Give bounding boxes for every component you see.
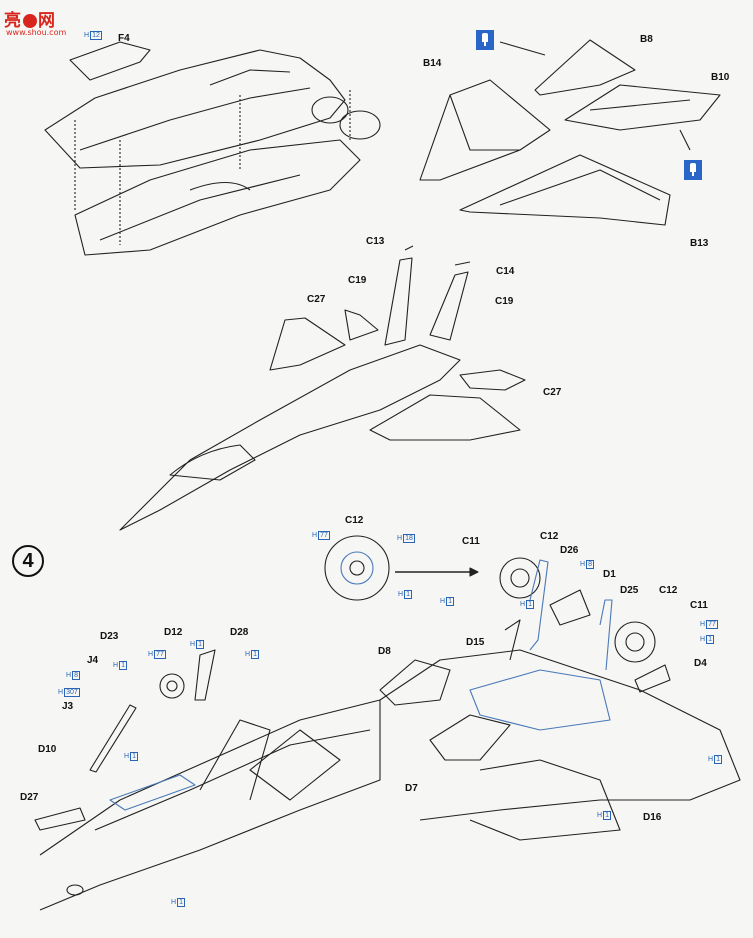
step-number: 4 <box>12 545 44 577</box>
cockpit-left-fuselage <box>39 699 381 911</box>
stab-c27-left <box>269 317 346 371</box>
label-c19: C19 <box>495 296 514 307</box>
fin-c19-right <box>429 271 469 341</box>
part-b10 <box>564 84 721 131</box>
wheel-d12 <box>159 673 185 699</box>
label-d4: D4 <box>694 658 707 669</box>
label-c12: C12 <box>345 515 364 526</box>
cockpit-right-fuselage <box>379 649 741 821</box>
part-b14 <box>419 79 551 181</box>
label-c11: C11 <box>462 536 480 547</box>
label-c27: C27 <box>307 294 326 305</box>
label-b8: B8 <box>640 34 653 45</box>
label-d12: D12 <box>164 627 183 638</box>
label-b14: B14 <box>423 58 442 69</box>
hole-flag-icon <box>684 160 702 180</box>
stab-c27-right <box>459 369 526 391</box>
part-b8 <box>534 39 636 96</box>
logo-subtitle: www.shou.com <box>6 28 67 37</box>
part-d8 <box>379 659 451 706</box>
upper-fuselage <box>44 49 346 169</box>
label-d10: D10 <box>38 744 57 755</box>
label-c19: C19 <box>348 275 367 286</box>
part-d7 <box>429 714 511 761</box>
label-d8: D8 <box>378 646 391 657</box>
label-d28: D28 <box>230 627 249 638</box>
logo-mark: 亮网 <box>4 11 56 31</box>
label-d7: D7 <box>405 783 418 794</box>
label-c11: C11 <box>690 600 708 611</box>
label-b13: B13 <box>690 238 709 249</box>
wheel-c11b <box>614 621 656 663</box>
part-f4 <box>69 41 151 81</box>
aircraft-fuselage <box>119 344 461 531</box>
part-d4 <box>634 664 671 693</box>
part-d10 <box>89 704 137 773</box>
part-b13 <box>459 154 671 226</box>
label-d25: D25 <box>620 585 639 596</box>
wheel-c11 <box>499 557 541 599</box>
label-d27: D27 <box>20 792 39 803</box>
label-c27: C27 <box>543 387 562 398</box>
label-d26: D26 <box>560 545 579 556</box>
label-d16: D16 <box>643 812 662 823</box>
part-d28 <box>194 649 216 701</box>
label-j3: J3 <box>62 701 74 712</box>
site-logo: 亮网 www.shou.com <box>4 6 74 42</box>
label-c13: C13 <box>366 236 385 247</box>
label-b10: B10 <box>711 72 730 83</box>
lower-fuselage <box>74 139 361 256</box>
hole-flag-icon <box>476 30 494 50</box>
label-j4: J4 <box>87 655 99 666</box>
wheel-c12-closeup <box>324 535 390 601</box>
label-c12: C12 <box>540 531 559 542</box>
label-d1: D1 <box>603 569 616 580</box>
label-d23: D23 <box>100 631 119 642</box>
label-d15: D15 <box>466 637 485 648</box>
label-c12: C12 <box>659 585 678 596</box>
label-f4: F4 <box>118 33 130 44</box>
label-c14: C14 <box>496 266 515 277</box>
fin-c19-left <box>384 257 413 346</box>
part-d27 <box>34 807 86 831</box>
wing-right <box>369 394 521 441</box>
